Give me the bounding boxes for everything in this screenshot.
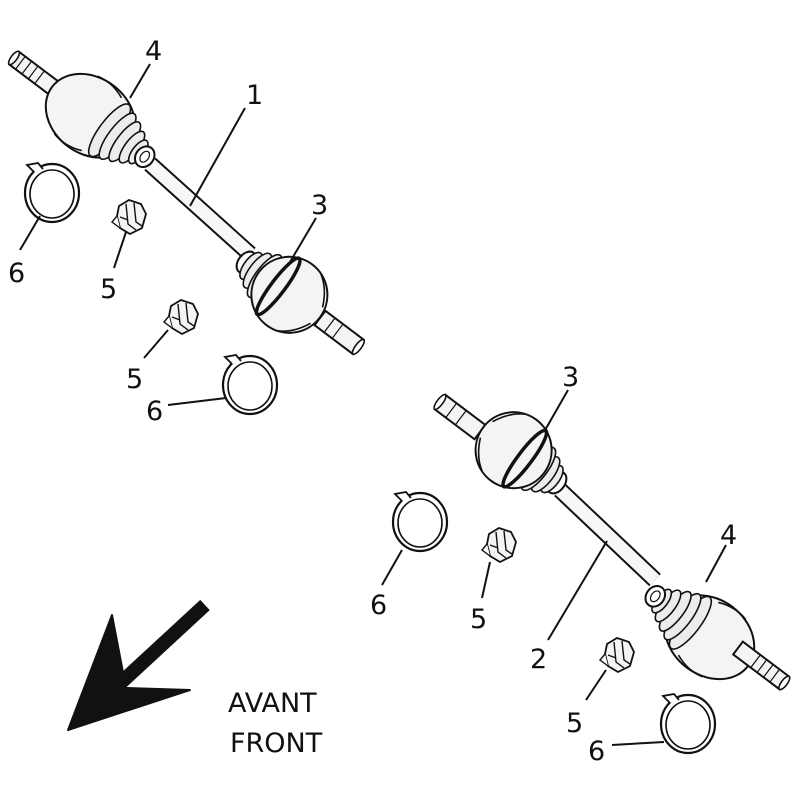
leader-lines: [19, 63, 727, 746]
direction-label-front: FRONT: [230, 728, 323, 759]
callout-1: 1: [246, 80, 263, 111]
callout-3-lower: 3: [562, 362, 579, 393]
part-6-clamp-c: [391, 490, 449, 553]
part-6-clamp-a: [23, 161, 81, 224]
leader-2: [547, 540, 608, 641]
callout-5-d: 5: [566, 708, 583, 739]
leader-3-lower: [543, 389, 569, 433]
shaft-2: [554, 483, 661, 587]
upper-right-stub-shaft: [313, 309, 366, 356]
part-5-clip-c: [481, 527, 517, 563]
leader-1: [189, 107, 246, 207]
callout-4-lower: 4: [720, 520, 737, 551]
callout-3-upper: 3: [311, 190, 328, 221]
upper-driveshaft-assembly: [7, 50, 366, 356]
part-5-clip-b: [163, 299, 199, 335]
leader-6d: [611, 741, 665, 746]
leader-6b: [167, 397, 227, 406]
leader-5d: [585, 669, 607, 701]
callout-6-c: 6: [370, 590, 387, 621]
callout-6-a: 6: [8, 258, 25, 289]
part-6-clamp-b: [221, 353, 279, 416]
callout-5-c: 5: [470, 604, 487, 635]
callout-5-a: 5: [100, 274, 117, 305]
leader-6c: [381, 549, 403, 586]
callout-4-upper: 4: [145, 36, 162, 67]
lower-driveshaft-assembly: [433, 393, 791, 698]
leader-5c: [481, 561, 491, 599]
leader-5a: [113, 231, 127, 269]
leader-5b: [143, 329, 169, 359]
callout-6-b: 6: [146, 396, 163, 427]
callout-5-b: 5: [126, 364, 143, 395]
shaft-1: [144, 157, 256, 261]
direction-label-avant: AVANT: [228, 688, 317, 719]
leader-4-upper: [129, 63, 151, 99]
part-5-clip-a: [111, 199, 147, 235]
part-6-clamp-d: [659, 692, 717, 755]
callout-6-d: 6: [588, 736, 605, 767]
leader-4-lower: [705, 544, 727, 583]
front-direction-arrow: [67, 599, 210, 731]
leader-6a: [19, 215, 41, 251]
part-5-clip-d: [599, 637, 635, 673]
lower-left-stub-shaft: [433, 393, 487, 441]
leader-3-upper: [289, 217, 317, 263]
lower-right-stub-shaft: [731, 640, 791, 691]
callout-2: 2: [530, 644, 547, 675]
